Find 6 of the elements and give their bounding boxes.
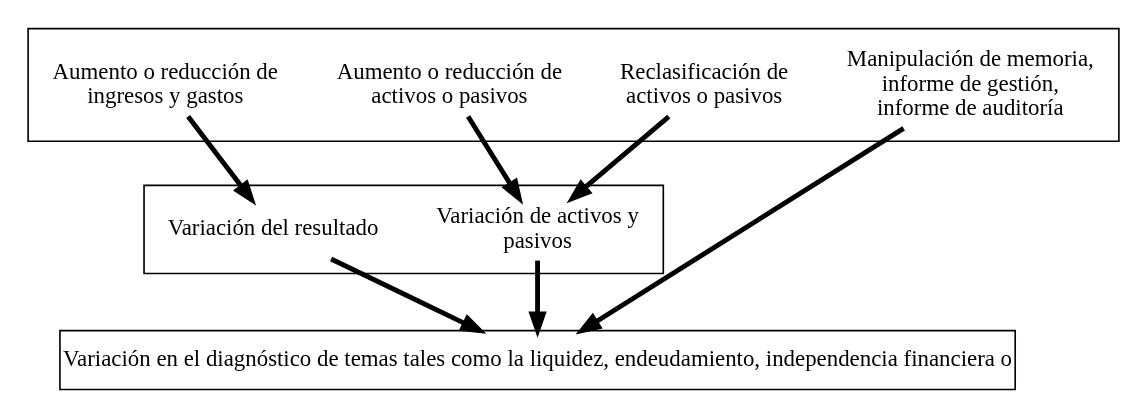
node-text: Variación de activos y pasivos [436,203,639,253]
node-text: Aumento o reducción de ingresos y gastos [52,58,278,109]
node-text: Reclasificación de activos o pasivos [620,58,789,109]
node-text: Manipulación de memoria, informe de gestión, informe de auditoría [846,46,1094,121]
node-text: Variación del resultado [167,215,379,241]
node-text: Aumento o reducción de activos o pasivos [336,58,563,109]
